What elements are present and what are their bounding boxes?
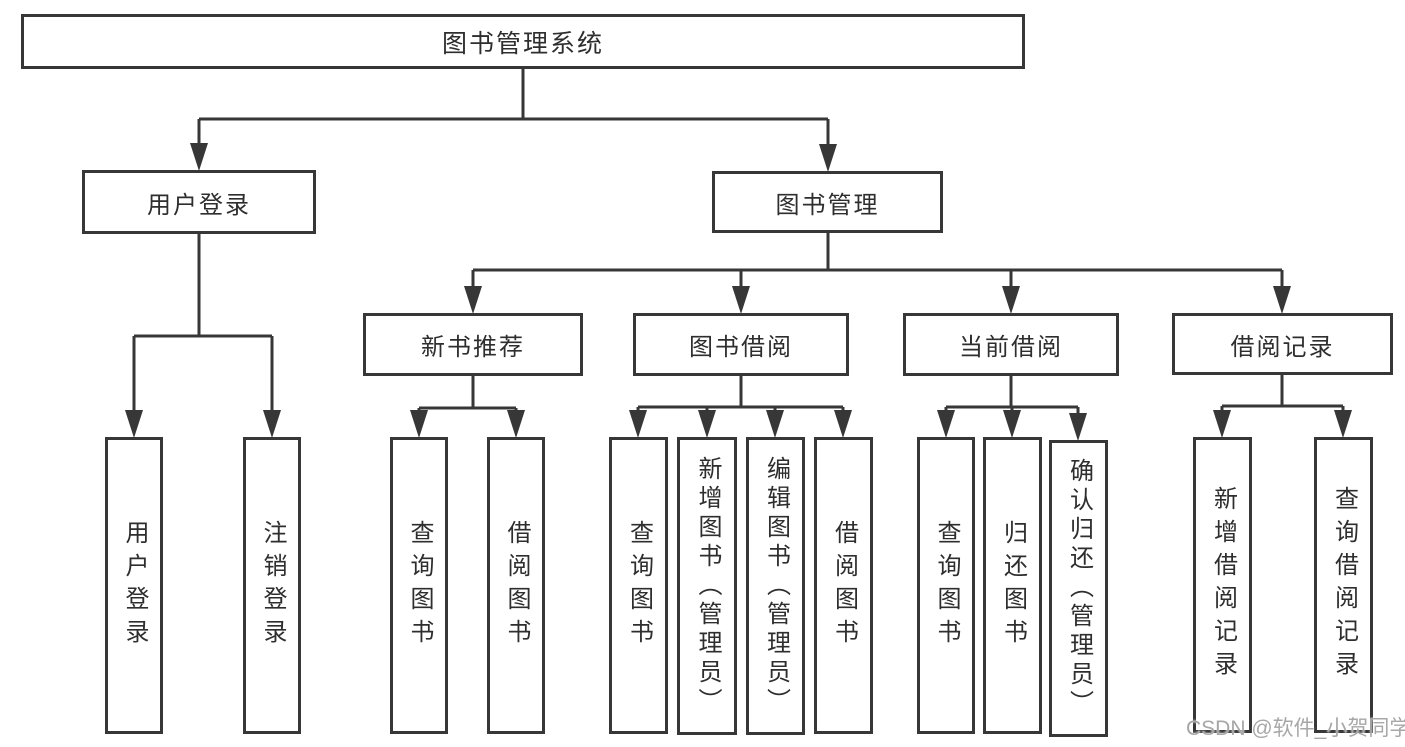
node-book-borrowing: 图书借阅 xyxy=(633,313,849,376)
leaf-confirm-return-admin: 确认归还（管理员） xyxy=(1049,440,1108,737)
leaf-label: 查询借阅记录 xyxy=(1330,486,1358,684)
node-new-book-recommend: 新书推荐 xyxy=(363,313,583,376)
leaf-edit-books-admin: 编辑图书（管理员） xyxy=(746,437,805,735)
node-label: 图书管理 xyxy=(775,191,880,219)
leaf-label: 查询图书 xyxy=(625,519,653,652)
node-book-management: 图书管理 xyxy=(712,171,943,233)
node-library-management-system: 图书管理系统 xyxy=(21,14,1025,69)
csdn-watermark: CSDN @软件_小贺同学 xyxy=(1186,717,1405,740)
leaf-label: 归还图书 xyxy=(999,519,1027,652)
leaf-label: 注销登录 xyxy=(259,519,286,652)
leaf-query-books-recommend: 查询图书 xyxy=(390,437,448,734)
node-label: 当前借阅 xyxy=(959,334,1063,361)
node-borrowing-records: 借阅记录 xyxy=(1172,313,1393,375)
leaf-query-books-current: 查询图书 xyxy=(917,437,975,734)
node-label: 借阅记录 xyxy=(1230,333,1335,361)
leaf-add-borrow-record: 新增借阅记录 xyxy=(1193,437,1252,733)
leaf-borrow-books: 借阅图书 xyxy=(814,437,873,734)
leaf-logout: 注销登录 xyxy=(243,437,301,734)
node-label: 图书借阅 xyxy=(689,334,793,361)
leaf-label: 编辑图书（管理员） xyxy=(762,455,790,717)
leaf-user-login: 用户登录 xyxy=(105,437,163,734)
leaf-query-borrow-record: 查询借阅记录 xyxy=(1314,437,1373,733)
node-current-borrowing: 当前借阅 xyxy=(903,313,1119,376)
leaf-query-books-borrowing: 查询图书 xyxy=(609,437,668,734)
leaf-label: 借阅图书 xyxy=(503,519,530,652)
node-label: 用户登录 xyxy=(147,191,251,219)
node-label: 新书推荐 xyxy=(421,334,525,361)
arrowheads xyxy=(125,143,1352,441)
leaf-return-books: 归还图书 xyxy=(983,437,1042,734)
leaf-label: 新增图书（管理员） xyxy=(694,455,721,717)
leaf-label: 确认归还（管理员） xyxy=(1065,458,1093,719)
leaf-label: 新增借阅记录 xyxy=(1209,486,1237,684)
leaf-label: 用户登录 xyxy=(121,519,148,652)
leaf-label: 查询图书 xyxy=(406,519,433,652)
node-user-login: 用户登录 xyxy=(82,170,316,234)
leaf-label: 借阅图书 xyxy=(830,519,858,652)
leaf-label: 查询图书 xyxy=(933,519,960,652)
node-label: 图书管理系统 xyxy=(441,29,604,58)
leaf-add-books-admin: 新增图书（管理员） xyxy=(677,437,737,735)
leaf-borrow-books-recommend: 借阅图书 xyxy=(487,437,545,734)
